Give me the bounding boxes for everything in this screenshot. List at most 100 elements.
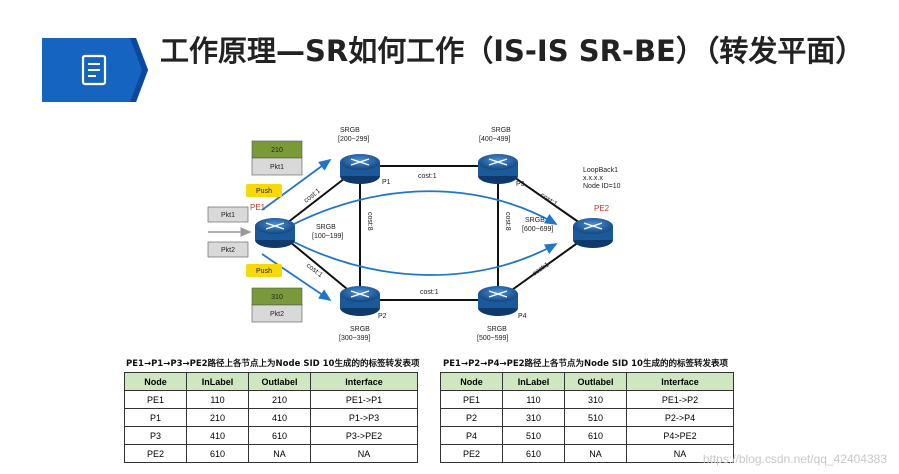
srgb-title: SRGB (340, 127, 360, 134)
router-icon (478, 154, 518, 184)
column-header: InLabel (186, 372, 249, 391)
packet-box (251, 157, 303, 176)
table-cell: PE2 (440, 444, 503, 463)
flow-arrow (289, 190, 558, 227)
packet-label: Pkt1 (221, 212, 235, 219)
srgb-title: SRGB (491, 127, 511, 134)
watermark: https://blog.csdn.net/qq_42404383 (702, 452, 887, 466)
column-header: Outlabel (564, 372, 627, 391)
table-cell: NA (248, 444, 311, 463)
cost-label: cost:1 (305, 262, 324, 279)
label-value: 310 (271, 294, 283, 301)
cost-label: cost:1 (418, 173, 437, 180)
table-cell: PE2 (124, 444, 187, 463)
srgb-title: SRGB (525, 217, 545, 224)
cost-label: cost:8 (504, 212, 511, 231)
table-cell: P3->PE2 (310, 426, 418, 445)
node-label: PE2 (594, 204, 610, 213)
router-icon (573, 218, 613, 248)
table-cell: P4 (440, 426, 503, 445)
srgb-title: SRGB (316, 224, 336, 231)
table-cell: 410 (248, 408, 311, 427)
table-cell: 210 (248, 390, 311, 409)
loopback-text: Node ID=10 (583, 183, 621, 190)
table-cell: 610 (186, 444, 249, 463)
cost-label: cost:8 (366, 212, 373, 231)
links (277, 165, 591, 301)
packet-box (251, 304, 303, 323)
node-label: P1 (382, 179, 391, 186)
srgb-range: [100~199] (312, 233, 343, 240)
packet-label: Pkt1 (270, 164, 284, 171)
srgb-range: [600~699] (522, 226, 553, 233)
table-caption: PE1→P1→P3→PE2路径上各节点上为Node SID 10生成的的标签转发… (126, 359, 420, 369)
push-badge (246, 184, 282, 197)
table-cell: P3 (124, 426, 187, 445)
srgb-title: SRGB (487, 326, 507, 333)
table-cell: 310 (502, 408, 565, 427)
label-value: 210 (271, 147, 283, 154)
table-cell: 410 (186, 426, 249, 445)
push-badge (246, 264, 282, 277)
cost-label: cost:1 (531, 261, 550, 277)
table-cell: NA (626, 444, 734, 463)
flow-arrow (261, 158, 332, 211)
table-cell: P1->P3 (310, 408, 418, 427)
table-cell: 310 (564, 390, 627, 409)
flow-arrow (261, 253, 332, 302)
srgb-range: [200~299] (338, 136, 369, 143)
column-header: Node (440, 372, 503, 391)
node-label: P2 (378, 313, 387, 320)
router-icon (340, 154, 380, 184)
router-icon (340, 286, 380, 316)
srgb-title: SRGB (350, 326, 370, 333)
table-cell: 110 (502, 390, 565, 409)
table-cell: 510 (502, 426, 565, 445)
table-header-row: Node InLabel Outlabel Interface (124, 372, 418, 391)
table-cell: 610 (502, 444, 565, 463)
table-cell: 610 (248, 426, 311, 445)
page-title: 工作原理—SR如何工作（IS-IS SR-BE）（转发平面） (160, 34, 865, 68)
flow-arrow (289, 239, 558, 276)
srgb-range: [500~599] (477, 335, 508, 342)
table-cell: NA (564, 444, 627, 463)
column-header: Interface (310, 372, 418, 391)
loopback-text: x.x.x.x (583, 175, 603, 182)
node-label: PE1 (250, 203, 266, 212)
cost-label: cost:1 (303, 187, 322, 204)
packet-box (207, 241, 249, 258)
table-cell: PE1 (440, 390, 503, 409)
table-header-row: Node InLabel Outlabel Interface (440, 372, 734, 391)
table-cell: PE1->P1 (310, 390, 418, 409)
srgb-range: [300~399] (339, 335, 370, 342)
cost-label: cost:1 (539, 192, 558, 208)
packet-label: Pkt2 (221, 247, 235, 254)
router-icon (478, 286, 518, 316)
column-header: Node (124, 372, 187, 391)
table-cell: 210 (186, 408, 249, 427)
push-label: Push (256, 268, 272, 275)
column-header: Interface (626, 372, 734, 391)
push-label: Push (256, 188, 272, 195)
table-cell: NA (310, 444, 418, 463)
packet-label: Pkt2 (270, 311, 284, 318)
cost-label: cost:1 (420, 289, 439, 296)
table-caption: PE1→P2→P4→PE2路径上各节点为Node SID 10生成的的标签转发表… (443, 359, 728, 369)
table-cell: 610 (564, 426, 627, 445)
table-cell: PE1->P2 (626, 390, 734, 409)
table-cell: 510 (564, 408, 627, 427)
node-label: P4 (518, 313, 527, 320)
column-header: InLabel (502, 372, 565, 391)
packet-box (207, 206, 249, 223)
node-label: P3 (516, 181, 525, 188)
srgb-range: [400~499] (479, 136, 510, 143)
